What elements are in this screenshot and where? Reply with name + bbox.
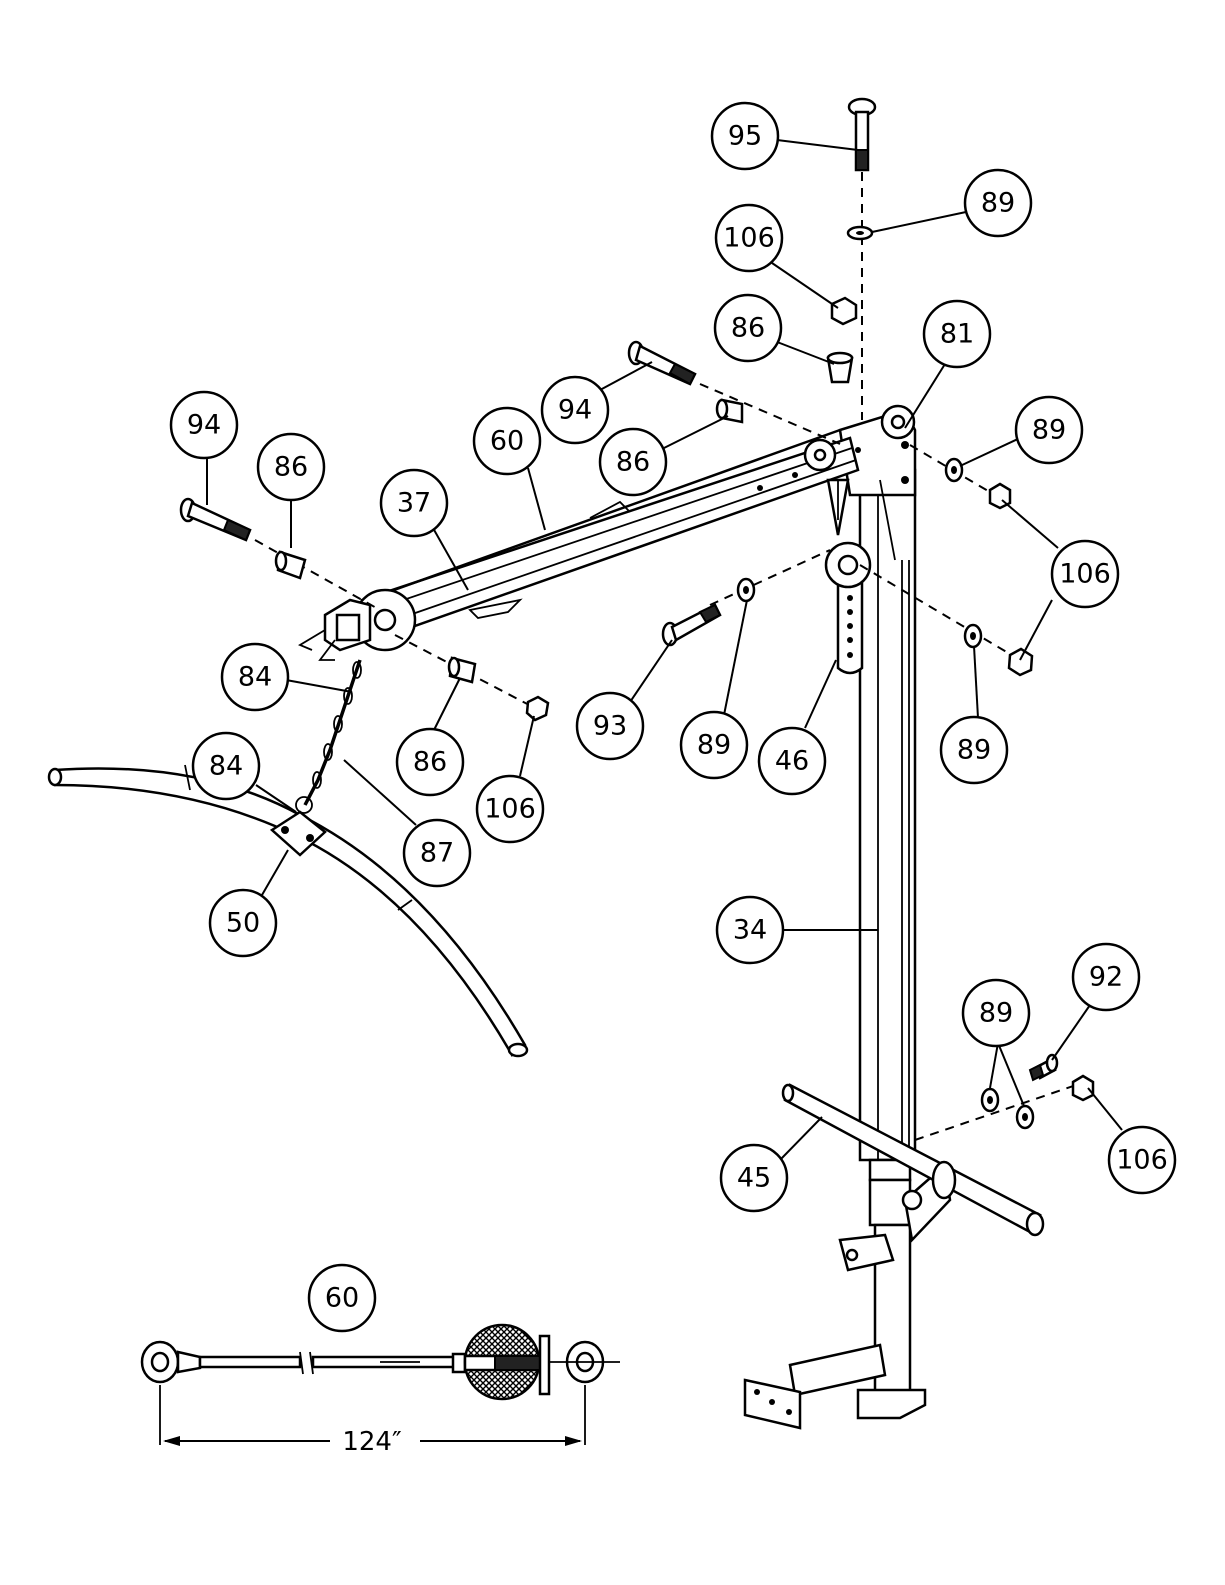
callout-86: 86 xyxy=(715,295,781,361)
bolt-93 xyxy=(663,605,720,645)
callout-label: 106 xyxy=(723,223,775,254)
callout-label: 81 xyxy=(940,319,974,350)
callout-106: 106 xyxy=(477,776,543,842)
callout-106: 106 xyxy=(716,205,782,271)
callout-label: 89 xyxy=(979,998,1013,1029)
callout-label: 89 xyxy=(957,735,991,766)
callout-86: 86 xyxy=(600,429,666,495)
callout-label: 106 xyxy=(1059,559,1111,590)
callout-label: 86 xyxy=(616,447,650,478)
callout-label: 37 xyxy=(397,488,431,519)
callout-37: 37 xyxy=(381,470,447,536)
callout-label: 60 xyxy=(325,1283,359,1314)
callout-34: 34 xyxy=(717,897,783,963)
callout-label: 92 xyxy=(1089,962,1123,993)
callout-label: 60 xyxy=(490,426,524,457)
callout-106: 106 xyxy=(1109,1127,1175,1193)
bolt-95 xyxy=(849,99,875,170)
front-pulley-bracket xyxy=(300,590,415,660)
callout-84: 84 xyxy=(193,733,259,799)
callout-89: 89 xyxy=(1016,397,1082,463)
callout-89: 89 xyxy=(941,717,1007,783)
callout-label: 89 xyxy=(1032,415,1066,446)
callout-92: 92 xyxy=(1073,944,1139,1010)
callout-label: 106 xyxy=(484,794,536,825)
callout-label: 86 xyxy=(413,747,447,778)
callout-89: 89 xyxy=(965,170,1031,236)
callout-label: 94 xyxy=(558,395,592,426)
callout-label: 86 xyxy=(731,313,765,344)
callout-label: 34 xyxy=(733,915,767,946)
callout-106: 106 xyxy=(1052,541,1118,607)
callout-94: 94 xyxy=(171,392,237,458)
callout-95: 95 xyxy=(712,103,778,169)
callout-label: 94 xyxy=(187,410,221,441)
callout-46: 46 xyxy=(759,728,825,794)
callout-label: 46 xyxy=(775,746,809,777)
bolt-94-upper xyxy=(629,342,695,384)
callout-label: 50 xyxy=(226,908,260,939)
callout-label: 89 xyxy=(697,730,731,761)
callout-93: 93 xyxy=(577,693,643,759)
callout-84: 84 xyxy=(222,644,288,710)
callout-86: 86 xyxy=(397,729,463,795)
callout-label: 84 xyxy=(209,751,243,782)
callout-86: 86 xyxy=(258,434,324,500)
callout-60: 60 xyxy=(309,1265,375,1331)
callout-label: 95 xyxy=(728,121,762,152)
callout-label: 106 xyxy=(1116,1145,1168,1176)
callout-label: 45 xyxy=(737,1163,771,1194)
callout-label: 89 xyxy=(981,188,1015,219)
callout-81: 81 xyxy=(924,301,990,367)
callout-label: 87 xyxy=(420,838,454,869)
bolt-94-left xyxy=(181,499,250,540)
callout-label: 84 xyxy=(238,662,272,693)
callout-label: 93 xyxy=(593,711,627,742)
lat-bar xyxy=(49,765,527,1056)
callout-87: 87 xyxy=(404,820,470,886)
callout-94: 94 xyxy=(542,377,608,443)
callout-label: 86 xyxy=(274,452,308,483)
callout-50: 50 xyxy=(210,890,276,956)
callout-60: 60 xyxy=(474,408,540,474)
callout-45: 45 xyxy=(721,1145,787,1211)
cable-length-dimension: 124″ xyxy=(342,1427,402,1457)
callout-89: 89 xyxy=(963,980,1029,1046)
callout-89: 89 xyxy=(681,712,747,778)
